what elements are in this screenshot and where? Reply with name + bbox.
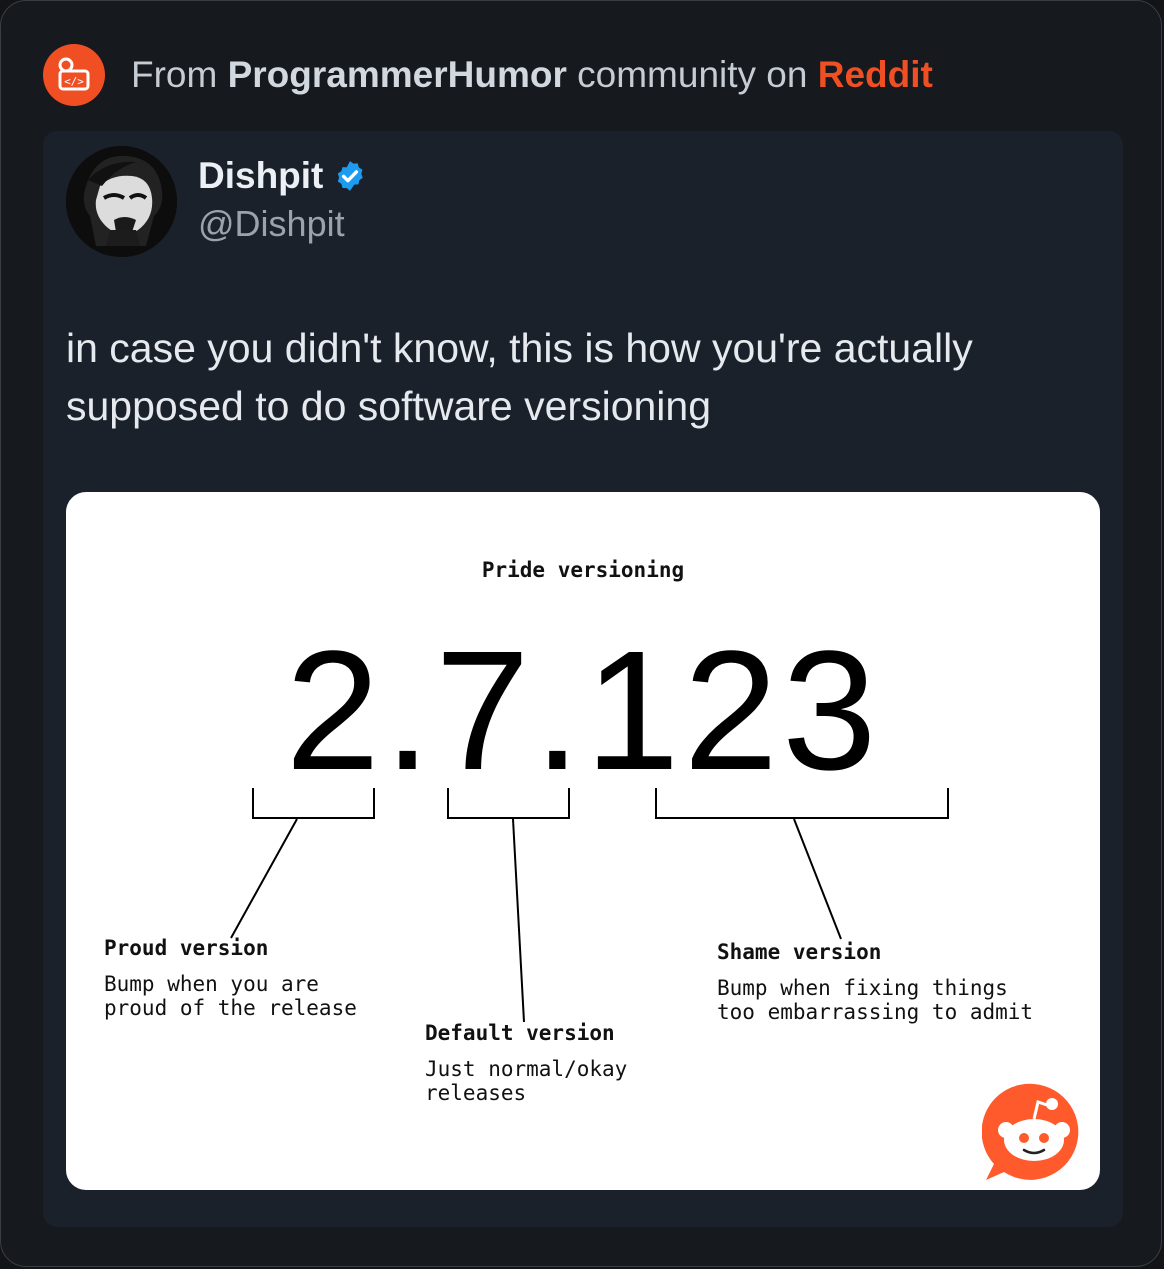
patch-bracket (655, 788, 949, 819)
image-title: Pride versioning (481, 558, 685, 582)
subreddit-code-icon[interactable]: </> (43, 44, 105, 106)
author-handle[interactable]: @Dishpit (198, 203, 345, 244)
author-name[interactable]: Dishpit (198, 155, 367, 197)
post-card: Dishpit @Dishpit in case you didn't know… (43, 131, 1123, 1227)
platform-name[interactable]: Reddit (817, 54, 933, 95)
community-name[interactable]: ProgrammerHumor (227, 54, 567, 95)
avatar[interactable] (66, 146, 177, 257)
shame-connector (793, 818, 842, 940)
attribution-middle: community on (566, 54, 818, 95)
attribution-prefix: From (131, 54, 228, 95)
author-name-text: Dishpit (198, 155, 324, 196)
shame-version-title: Shame version (717, 940, 882, 964)
major-bracket (252, 788, 375, 819)
default-connector (512, 818, 525, 1023)
default-version-desc: Just normal/okay releases (425, 1057, 628, 1105)
minor-bracket (447, 788, 570, 819)
version-number: 2.7.123 (285, 616, 881, 806)
post-image[interactable]: Pride versioning 2.7.123 Proud version B… (66, 492, 1100, 1190)
post-text: in case you didn't know, this is how you… (66, 325, 973, 429)
community-attribution: From ProgrammerHumor community on Reddit (131, 54, 933, 96)
proud-connector (230, 818, 298, 939)
community-header: </> From ProgrammerHumor community on Re… (43, 43, 933, 107)
bracket-diagram (230, 788, 949, 1023)
svg-text:</>: </> (64, 75, 84, 88)
reddit-snoo-icon (982, 1083, 1079, 1180)
proud-version-title: Proud version (104, 936, 269, 960)
default-version-title: Default version (425, 1021, 615, 1045)
proud-version-desc: Bump when you are proud of the release (104, 972, 357, 1020)
verified-badge-icon (338, 161, 364, 191)
shame-version-desc: Bump when fixing things too embarrassing… (717, 976, 1034, 1024)
